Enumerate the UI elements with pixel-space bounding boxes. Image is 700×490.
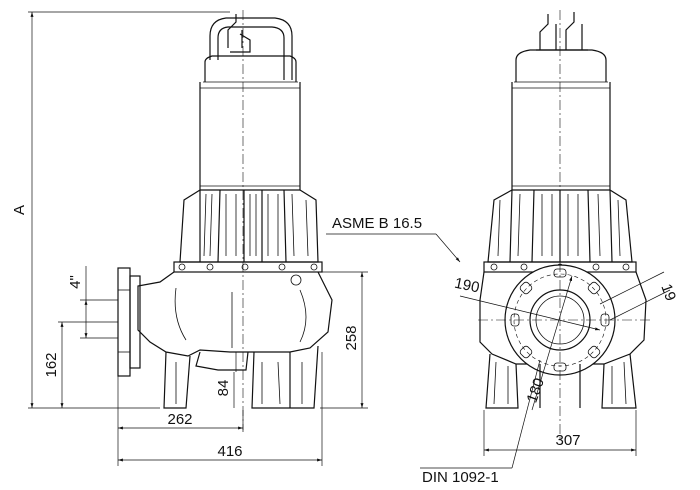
- front-view-dimensions: ASME B 16.5 190 180 DIN 1092-1 19 307: [326, 215, 679, 486]
- front-view: [478, 10, 650, 440]
- dim-outlet-to-center: 262: [167, 411, 192, 428]
- front-motor-cap: [515, 49, 607, 82]
- dim-overall-length: 416: [217, 443, 242, 460]
- side-view: [117, 10, 333, 430]
- side-view-dimensions: A 162 4" 84 262 416 258: [11, 11, 368, 466]
- pump-handle: [209, 17, 293, 80]
- motor-housing: [199, 82, 301, 191]
- dim-outlet-height: 162: [43, 352, 60, 377]
- dim-outlet-size: 4": [67, 275, 84, 289]
- label-asme-standard: ASME B 16.5: [332, 215, 422, 232]
- dim-front-width: 307: [555, 432, 580, 449]
- dim-flange-bolt-hole: 19: [657, 282, 679, 303]
- dim-flange-bolt-circle: 190: [453, 275, 481, 297]
- dim-inlet-offset: 84: [215, 380, 232, 397]
- dim-flange-bolt-circle-din: 180: [524, 376, 549, 405]
- motor-flange: [173, 261, 323, 273]
- cooling-ribs: [179, 189, 319, 263]
- dim-height-total: A: [11, 205, 28, 215]
- front-pump-feet: [485, 353, 637, 409]
- motor-cap: [204, 55, 297, 82]
- outlet-flange: [117, 267, 131, 377]
- volute-casing: [137, 271, 333, 357]
- pump-feet: [163, 345, 319, 409]
- front-motor-housing: [511, 82, 611, 191]
- dim-body-height: 258: [343, 325, 360, 350]
- label-din-standard: DIN 1092-1: [422, 469, 499, 486]
- cable-gland: [227, 14, 251, 53]
- front-cable-glands: [536, 12, 588, 51]
